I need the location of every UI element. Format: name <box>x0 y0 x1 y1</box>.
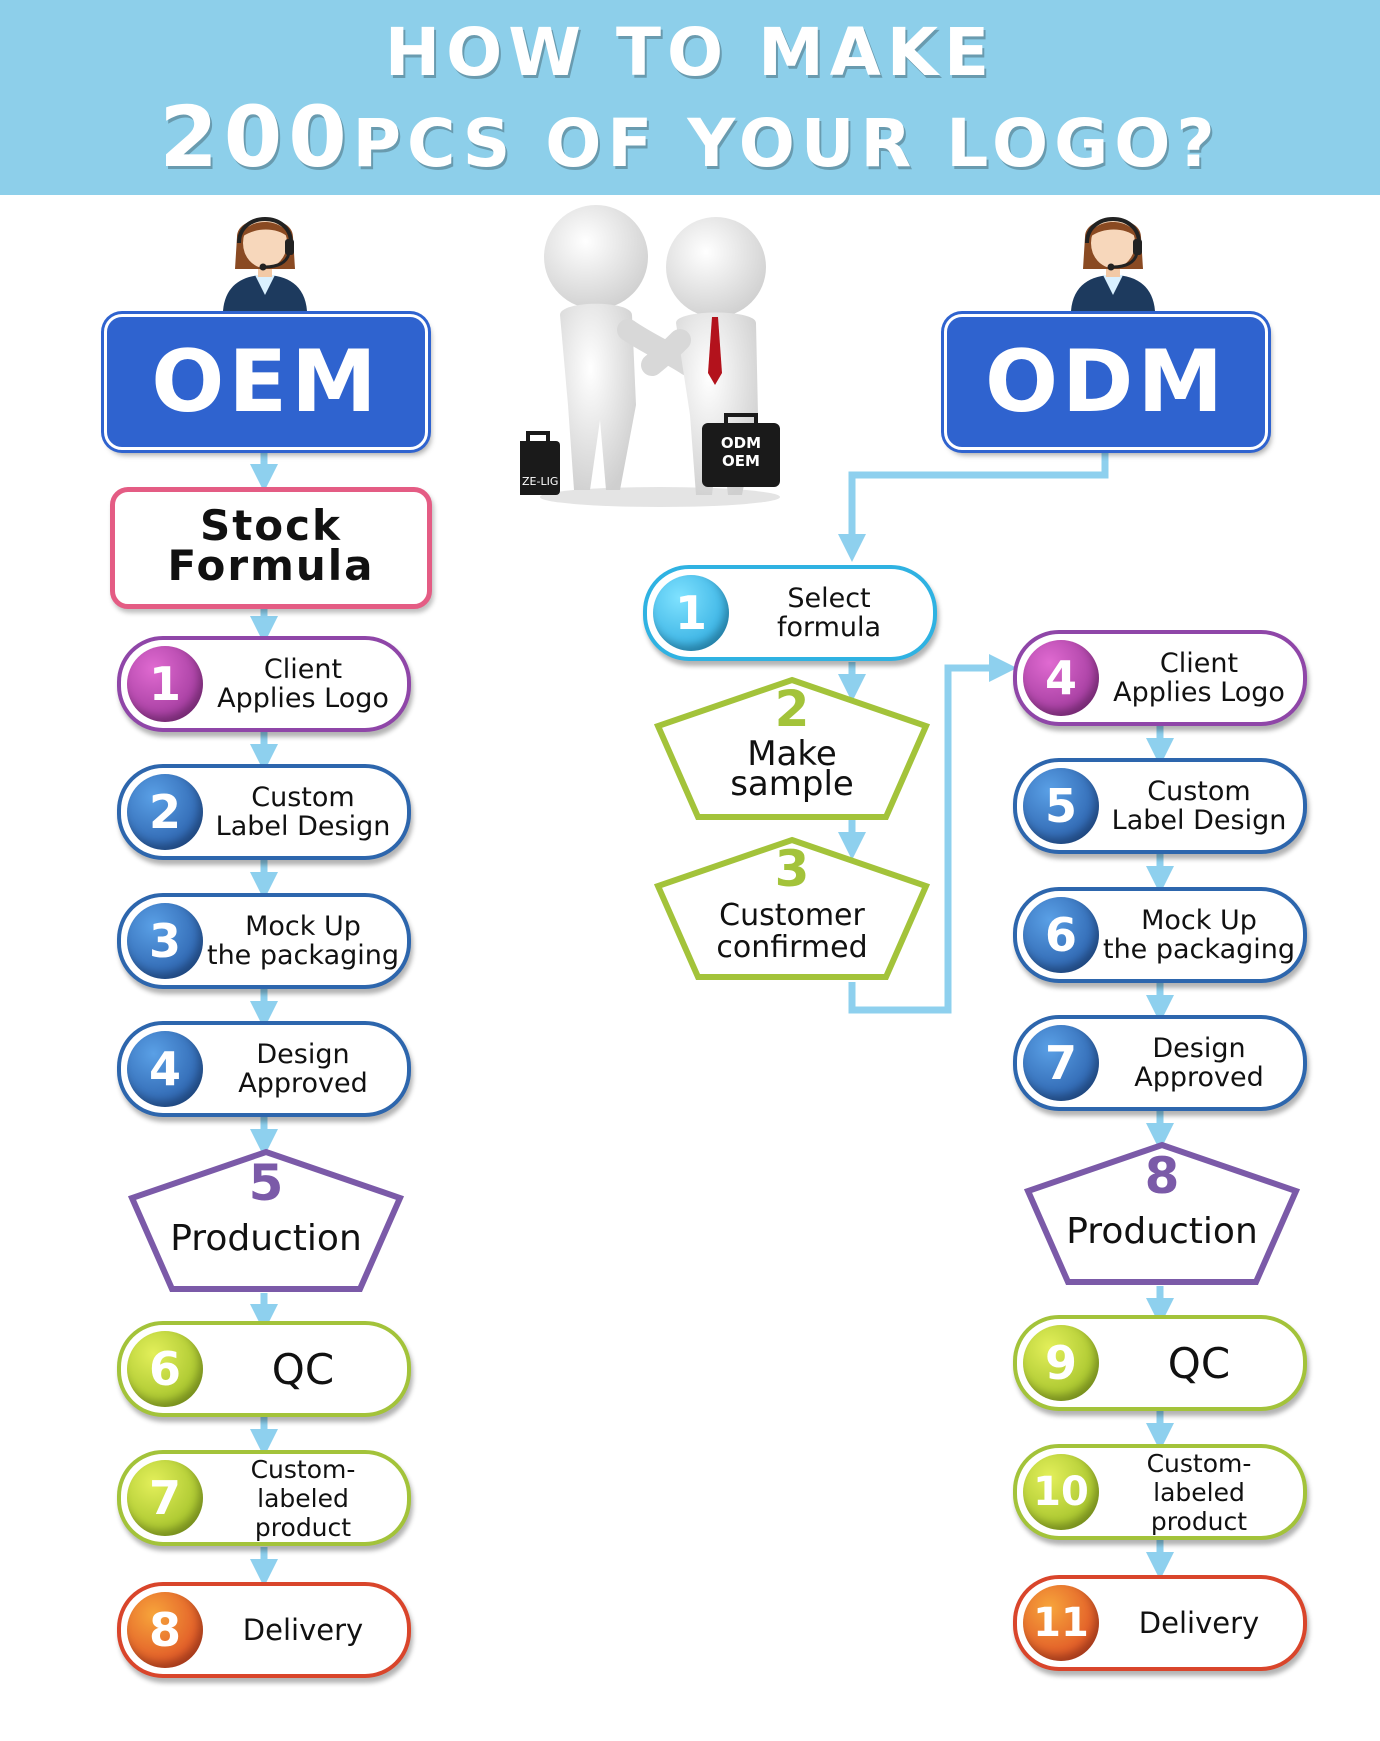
odm-step-7-number: 7 <box>1023 1025 1099 1101</box>
odm-step-1-line2: formula <box>776 612 882 643</box>
odm-step-3-pentagon <box>654 836 930 980</box>
oem-step-8-label: Delivery <box>242 1612 364 1647</box>
odm-step-2-pentagon <box>654 676 930 820</box>
briefcase-left-label: ZE-LIG <box>522 475 558 488</box>
briefcase-right-label-2: OEM <box>722 452 760 470</box>
oem-step-1-number: 1 <box>127 646 203 722</box>
oem-step-7-line1: Custom-labeled <box>250 1454 356 1513</box>
oem-step-3-line2: the packaging <box>206 940 400 971</box>
odm-title-box: ODM <box>944 314 1268 450</box>
stock-formula-line2: Formula <box>167 541 375 590</box>
odm-step-5-line1: Custom <box>1147 776 1251 807</box>
oem-step-6: 6 QC <box>117 1321 411 1417</box>
banner-title-rest: PCS OF YOUR LOGO? <box>352 105 1221 182</box>
title-banner: HOW TO MAKE 200PCS OF YOUR LOGO? <box>0 0 1380 195</box>
oem-step-7-line2: product <box>254 1512 352 1542</box>
briefcase-right-label-1: ODM <box>721 434 761 452</box>
oem-step-8: 8 Delivery <box>117 1582 411 1678</box>
odm-step-3-line2: confirmed <box>716 930 868 965</box>
odm-step-7-line1: Design <box>1152 1033 1246 1064</box>
oem-step-1-line1: Client <box>263 654 343 685</box>
oem-title-box: OEM <box>104 314 428 450</box>
oem-step-6-number: 6 <box>127 1331 203 1407</box>
odm-step-11: 11 Delivery <box>1013 1575 1307 1671</box>
odm-step-4-number: 4 <box>1023 640 1099 716</box>
oem-step-5: 5 Production <box>128 1148 404 1293</box>
odm-step-2-number: 2 <box>774 680 810 738</box>
oem-step-7-number: 7 <box>127 1460 203 1536</box>
odm-step-8-pentagon <box>1024 1141 1300 1285</box>
odm-step-1-number: 1 <box>653 575 729 651</box>
odm-step-6-number: 6 <box>1023 897 1099 973</box>
arrow-odm-title-1 <box>838 448 1109 562</box>
odm-step-11-number: 11 <box>1023 1585 1099 1661</box>
odm-step-4-line2: Applies Logo <box>1113 677 1285 708</box>
odm-step-3-line1: Customer <box>719 898 865 933</box>
handshake-illustration: ZE-LIG ODM OEM <box>520 205 780 507</box>
odm-agent-icon <box>1071 217 1155 311</box>
odm-step-3: 3 Customer confirmed <box>654 836 930 981</box>
oem-step-3-number: 3 <box>127 903 203 979</box>
odm-step-9-label: QC <box>1167 1338 1231 1388</box>
oem-step-1-line2: Applies Logo <box>217 683 389 714</box>
oem-step-2-line2: Label Design <box>215 811 391 842</box>
odm-step-4-line1: Client <box>1159 648 1239 679</box>
odm-step-10-number: 10 <box>1023 1454 1099 1530</box>
odm-step-3-number: 3 <box>774 840 810 898</box>
oem-step-5-label: Production <box>170 1218 362 1259</box>
oem-step-6-label: QC <box>271 1344 335 1394</box>
odm-step-6-line2: the packaging <box>1102 934 1296 965</box>
oem-step-4-line1: Design <box>256 1039 350 1070</box>
banner-quantity: 200 <box>159 88 353 186</box>
odm-step-8-label: Production <box>1066 1211 1258 1252</box>
oem-step-5-number: 5 <box>248 1154 284 1212</box>
odm-step-9-number: 9 <box>1023 1325 1099 1401</box>
odm-step-2: 2 Make sample <box>654 676 930 821</box>
odm-step-9: 9 QC <box>1013 1315 1307 1411</box>
odm-step-2-line1: Make <box>747 734 837 774</box>
odm-step-10-line2: product <box>1150 1506 1248 1536</box>
oem-step-4-line2: Approved <box>238 1068 368 1099</box>
oem-step-2-line1: Custom <box>251 782 355 813</box>
odm-step-2-line2: sample <box>730 764 854 804</box>
odm-step-5-number: 5 <box>1023 768 1099 844</box>
odm-step-11-label: Delivery <box>1138 1605 1260 1640</box>
odm-step-1-line1: Select <box>787 583 871 614</box>
oem-step-3-line1: Mock Up <box>245 911 361 942</box>
odm-step-7-line2: Approved <box>1134 1062 1264 1093</box>
stock-formula-box: Stock Formula <box>110 487 432 609</box>
oem-step-4-number: 4 <box>127 1031 203 1107</box>
odm-step-8: 8 Production <box>1024 1141 1300 1286</box>
stock-formula-line1: Stock <box>199 501 342 550</box>
banner-title-line1: HOW TO MAKE <box>384 14 996 91</box>
arrow-odm-3-4 <box>848 654 1017 1014</box>
oem-agent-icon <box>223 217 307 311</box>
odm-step-8-number: 8 <box>1144 1147 1180 1205</box>
odm-step-10-line1: Custom-labeled <box>1146 1448 1252 1507</box>
banner-title-line2: 200PCS OF YOUR LOGO? <box>0 88 1380 186</box>
oem-step-8-number: 8 <box>127 1592 203 1668</box>
odm-step-6-line1: Mock Up <box>1141 905 1257 936</box>
oem-step-2-number: 2 <box>127 774 203 850</box>
oem-step-5-pentagon <box>128 1148 404 1292</box>
odm-step-5-line2: Label Design <box>1111 805 1287 836</box>
